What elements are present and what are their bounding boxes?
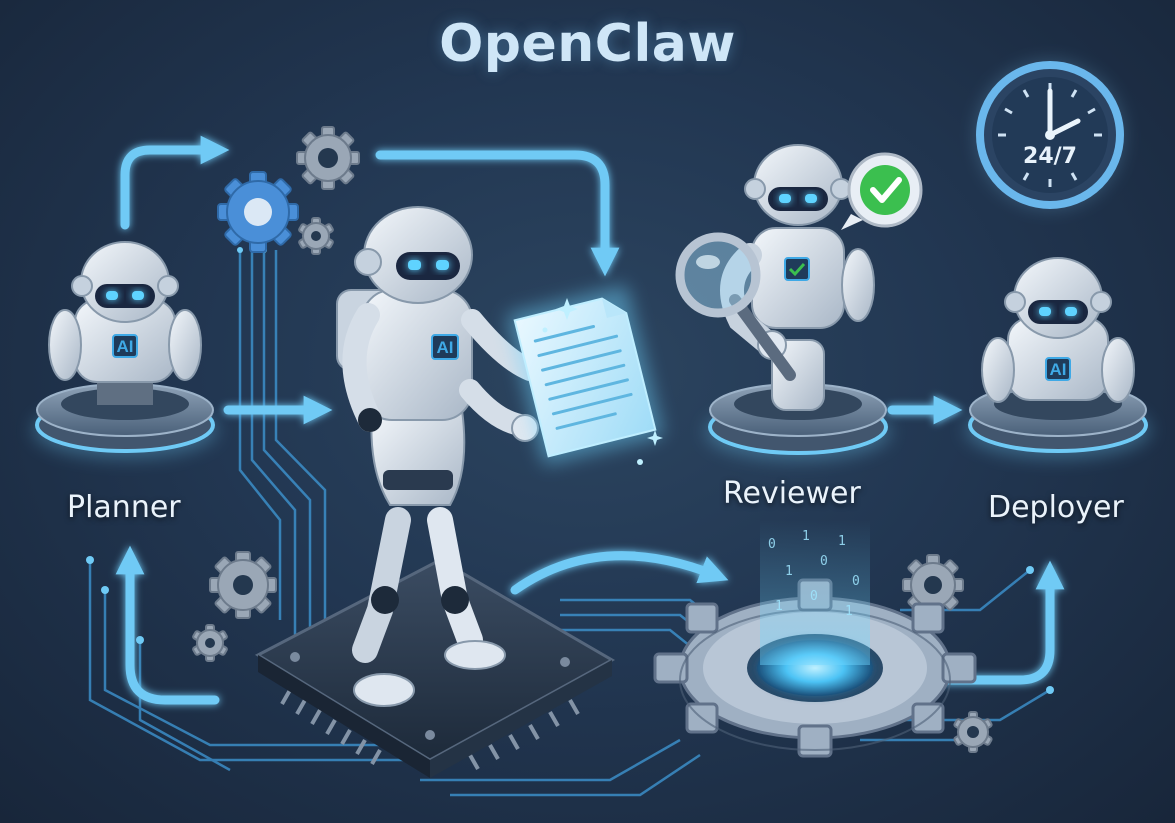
svg-text:1: 1 — [775, 599, 783, 614]
reviewer-robot — [675, 144, 890, 460]
clock-label: 24/7 — [1023, 144, 1077, 169]
arrow-builder-to-reviewer — [510, 551, 729, 595]
planner-robot: AI — [33, 241, 217, 458]
ai-badge: AI — [117, 337, 134, 356]
planner-label: Planner — [67, 490, 181, 525]
document-icon — [507, 285, 663, 465]
page-title: OpenClaw — [439, 14, 736, 74]
svg-text:0: 0 — [768, 537, 776, 552]
deployer-robot: AI — [966, 257, 1150, 458]
chip-platform — [254, 558, 616, 778]
circuit-lines — [88, 250, 1051, 797]
gear-icon-bottom-left-small — [192, 624, 228, 662]
svg-text:1: 1 — [845, 604, 853, 619]
gear-icon-top-gray — [296, 126, 360, 190]
clock-icon: 24/7 — [976, 61, 1124, 209]
gear-icon-bottom-left — [209, 551, 277, 619]
deployer-label: Deployer — [988, 490, 1124, 525]
svg-text:1: 1 — [802, 529, 810, 544]
svg-text:0: 0 — [852, 574, 860, 589]
svg-text:1: 1 — [838, 534, 846, 549]
arrow-to-document — [375, 150, 620, 277]
sparkle-icons — [542, 298, 663, 465]
svg-text:0: 0 — [820, 554, 828, 569]
gear-icon-small-gray — [298, 217, 334, 255]
gear-icon-large-blue — [217, 171, 299, 253]
arrow-gear-to-deployer — [940, 560, 1065, 685]
checkmark-icon — [841, 152, 923, 230]
ai-badge: AI — [437, 338, 454, 357]
gear-icon-right-small — [953, 711, 993, 753]
portal-gear: 011 010 101 — [653, 520, 977, 758]
svg-text:0: 0 — [810, 589, 818, 604]
ai-badge: AI — [1050, 360, 1067, 379]
reviewer-label: Reviewer — [723, 476, 861, 511]
flow-arrows — [115, 135, 1065, 705]
arrow-top-loop — [120, 135, 230, 230]
arrow-feedback-to-planner — [115, 545, 220, 705]
svg-text:1: 1 — [785, 564, 793, 579]
